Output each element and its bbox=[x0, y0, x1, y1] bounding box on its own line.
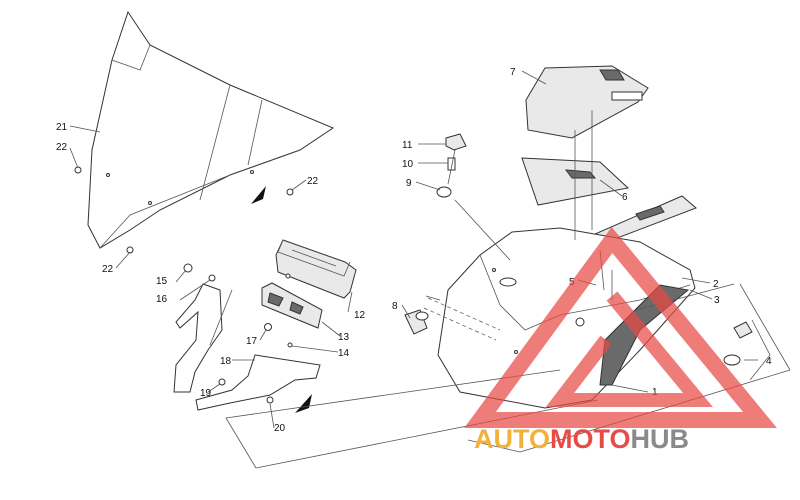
windshield bbox=[87, 10, 335, 249]
callout-10: 10 bbox=[402, 159, 414, 170]
callout-18: 18 bbox=[220, 356, 232, 367]
callout-2: 2 bbox=[713, 279, 719, 290]
cap-11 bbox=[445, 133, 467, 151]
callout-1: 1 bbox=[652, 387, 658, 398]
windshield-screw-bottom bbox=[126, 246, 134, 254]
leader-lines bbox=[69, 70, 771, 429]
callout-16: 16 bbox=[156, 294, 168, 305]
watermark-triangle-inner bbox=[545, 291, 713, 407]
callout-22-left: 22 bbox=[56, 142, 68, 153]
arrow-marker-upper bbox=[251, 186, 266, 204]
callout-13: 13 bbox=[338, 332, 350, 343]
watermark-text: AUTOMOTOHUB bbox=[474, 424, 689, 454]
mount-bracket bbox=[173, 283, 321, 411]
callout-12: 12 bbox=[354, 310, 366, 321]
callout-6: 6 bbox=[622, 192, 628, 203]
watermark-text-moto: MOTO bbox=[550, 424, 631, 454]
nut-9 bbox=[436, 186, 452, 198]
callout-9: 9 bbox=[406, 178, 412, 189]
callout-14: 14 bbox=[338, 348, 350, 359]
callout-4: 4 bbox=[766, 356, 772, 367]
watermark-text-auto: AUTO bbox=[474, 424, 550, 454]
bracket-screw-14 bbox=[287, 342, 293, 348]
callout-19: 19 bbox=[200, 388, 212, 399]
instrument-gauge bbox=[275, 239, 357, 299]
lens-panel-lower bbox=[585, 195, 697, 241]
watermark-triangle-outer bbox=[464, 226, 777, 428]
callout-21: 21 bbox=[56, 122, 68, 133]
watermark-logo bbox=[464, 226, 777, 428]
arrow-marker-lower bbox=[295, 394, 312, 413]
connector-4 bbox=[723, 321, 753, 366]
windshield-screw-right bbox=[286, 188, 294, 196]
bracket-screw-17 bbox=[264, 323, 272, 331]
callout-15: 15 bbox=[156, 276, 168, 287]
watermark-text-hub: HUB bbox=[631, 424, 690, 454]
screw-10 bbox=[447, 157, 456, 171]
bracket-screw-20 bbox=[266, 396, 274, 404]
washer-16 bbox=[208, 274, 216, 282]
callout-7: 7 bbox=[510, 67, 516, 78]
storage-lid bbox=[525, 65, 649, 139]
callout-3: 3 bbox=[714, 295, 720, 306]
callout-22-bottom: 22 bbox=[102, 264, 114, 275]
bracket-screw-19 bbox=[218, 378, 226, 386]
callout-20: 20 bbox=[274, 423, 286, 434]
gauge-bracket bbox=[261, 282, 323, 329]
callout-17: 17 bbox=[246, 336, 258, 347]
callout-8: 8 bbox=[392, 301, 398, 312]
callout-11: 11 bbox=[402, 140, 413, 151]
switch-8 bbox=[404, 309, 429, 335]
callout-22-right: 22 bbox=[307, 176, 319, 187]
